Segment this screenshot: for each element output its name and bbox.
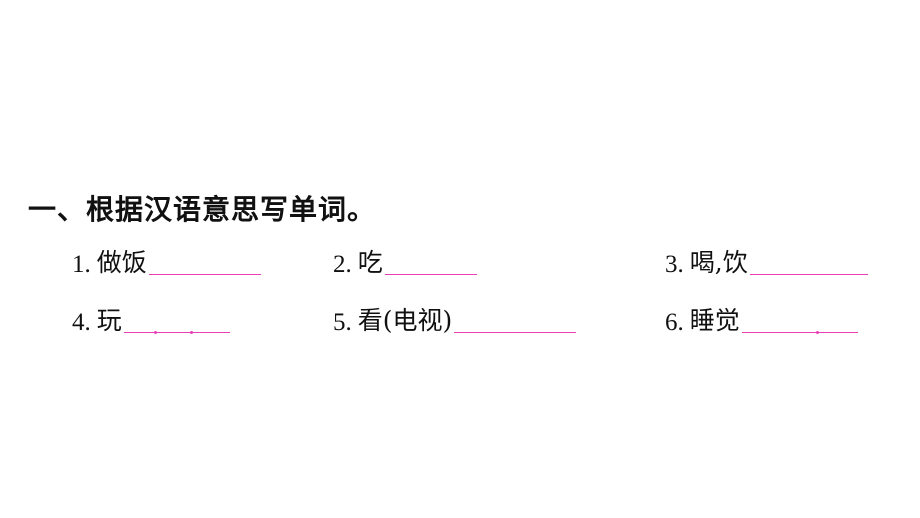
- question-prompt: 喝,饮: [689, 248, 748, 277]
- question-number: 4.: [72, 309, 91, 336]
- answer-blank[interactable]: [123, 331, 230, 334]
- section-heading: 一、根据汉语意思写单词。: [28, 193, 377, 226]
- question-6: 6. 睡觉: [665, 301, 858, 337]
- question-2: 2. 吃: [333, 243, 477, 279]
- question-prompt: 看(电视): [357, 306, 453, 335]
- question-number: 1.: [72, 251, 91, 278]
- question-3: 3. 喝,饮: [665, 243, 868, 279]
- question-number: 6.: [665, 309, 684, 336]
- question-1: 1. 做饭: [72, 243, 261, 279]
- answer-blank[interactable]: [148, 273, 261, 275]
- blank-mark-icon: [153, 331, 157, 334]
- question-4: 4. 玩: [72, 301, 230, 337]
- question-number: 5.: [333, 309, 352, 336]
- question-number: 2.: [333, 251, 352, 278]
- answer-blank[interactable]: [741, 331, 858, 334]
- blank-mark-icon: [815, 331, 819, 334]
- question-prompt: 玩: [96, 306, 122, 335]
- question-prompt: 睡觉: [689, 306, 740, 335]
- question-5: 5. 看(电视): [333, 301, 577, 337]
- blank-mark-icon: [189, 331, 193, 334]
- question-number: 3.: [665, 251, 684, 278]
- answer-blank[interactable]: [749, 273, 868, 275]
- answer-blank[interactable]: [384, 273, 477, 275]
- question-prompt: 吃: [357, 248, 383, 277]
- question-prompt: 做饭: [96, 248, 147, 277]
- answer-blank[interactable]: [454, 331, 577, 333]
